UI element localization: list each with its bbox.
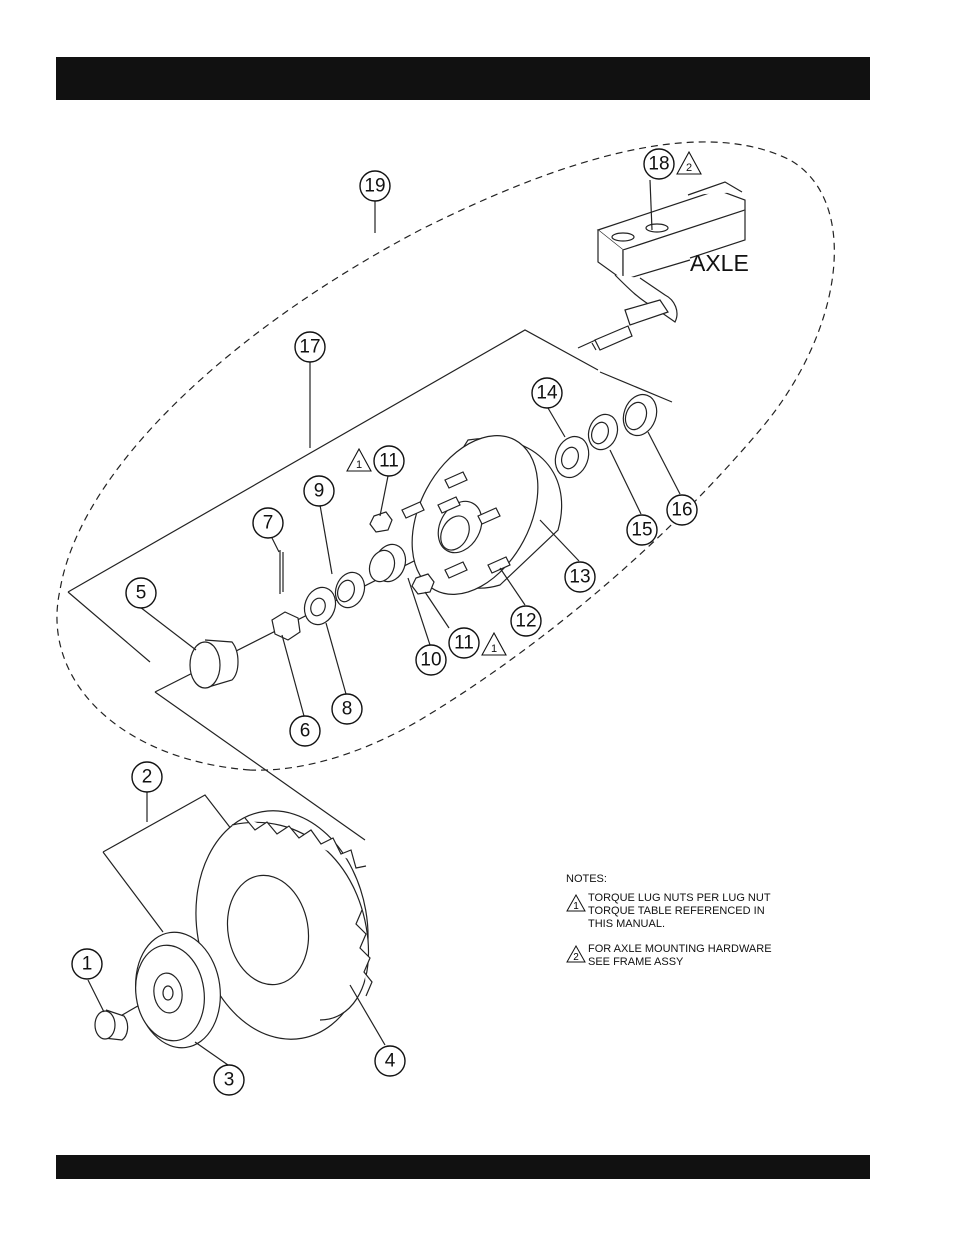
bearing-cone-14 (550, 432, 594, 482)
flag-2-triangle: 2 (677, 152, 701, 174)
callout-16: 16 (667, 495, 697, 525)
callout-4: 4 (375, 1046, 405, 1076)
callout-2: 2 (132, 762, 162, 792)
note-text: FOR AXLE MOUNTING HARDWARE SEE FRAME ASS… (588, 943, 826, 969)
washer-8 (299, 583, 340, 629)
svg-text:12: 12 (515, 611, 536, 632)
lug-nut-11-upper (370, 512, 392, 532)
lug-nut-11-lower (412, 574, 434, 594)
bearing-cone-9 (331, 568, 370, 611)
callout-9: 9 (304, 476, 334, 506)
svg-text:13: 13 (569, 567, 590, 588)
svg-text:19: 19 (364, 176, 385, 197)
flag-1-triangle-lower: 1 (482, 633, 506, 655)
svg-text:3: 3 (224, 1070, 235, 1091)
svg-text:1: 1 (356, 459, 362, 471)
callout-14: 14 (532, 378, 562, 408)
svg-text:14: 14 (536, 383, 558, 404)
callout-19: 19 (360, 171, 390, 201)
note-flag-triangle: 2 (566, 943, 588, 963)
callout-1: 1 (72, 949, 102, 979)
bearing-cup-10 (365, 540, 410, 586)
note-text: TORQUE LUG NUTS PER LUG NUT TORQUE TABLE… (588, 892, 826, 931)
svg-text:1: 1 (491, 643, 497, 655)
svg-text:2: 2 (142, 767, 153, 788)
note-flag-triangle: 1 (566, 892, 588, 912)
callout-5: 5 (126, 578, 156, 608)
callout-6: 6 (290, 716, 320, 746)
svg-text:4: 4 (385, 1051, 396, 1072)
bearing-15 (584, 410, 623, 453)
callout-15: 15 (627, 515, 657, 545)
callout-12: 12 (511, 606, 541, 636)
axle-label: AXLE (690, 250, 749, 276)
castle-nut-6 (272, 612, 300, 640)
svg-text:1: 1 (573, 901, 579, 912)
svg-text:2: 2 (573, 952, 579, 963)
svg-text:18: 18 (648, 154, 669, 175)
notes-block: NOTES: 1 TORQUE LUG NUTS PER LUG NUT TOR… (566, 873, 826, 981)
seal-16 (618, 390, 662, 440)
svg-text:15: 15 (631, 520, 652, 541)
svg-text:5: 5 (136, 583, 147, 604)
svg-text:11: 11 (379, 451, 399, 472)
svg-text:7: 7 (263, 513, 274, 534)
svg-text:8: 8 (342, 699, 353, 720)
callout-3: 3 (214, 1065, 244, 1095)
callout-11-upper: 11 (374, 446, 404, 476)
svg-text:9: 9 (314, 481, 325, 502)
callout-7: 7 (253, 508, 283, 538)
svg-text:11: 11 (454, 633, 474, 654)
svg-text:17: 17 (299, 337, 320, 358)
dust-cap-5 (190, 640, 238, 688)
cotter-pin-7 (280, 550, 283, 594)
notes-heading: NOTES: (566, 873, 826, 886)
callout-11-lower: 11 (449, 628, 479, 658)
callout-8: 8 (332, 694, 362, 724)
flag-1-triangle-upper: 1 (347, 449, 371, 471)
callout-10: 10 (416, 645, 446, 675)
svg-text:6: 6 (300, 721, 311, 742)
svg-text:10: 10 (420, 650, 441, 671)
note-item: 1 TORQUE LUG NUTS PER LUG NUT TORQUE TAB… (566, 892, 826, 931)
svg-text:1: 1 (82, 954, 93, 975)
callout-17: 17 (295, 332, 325, 362)
note-item: 2 FOR AXLE MOUNTING HARDWARE SEE FRAME A… (566, 943, 826, 969)
svg-text:16: 16 (671, 500, 692, 521)
callout-13: 13 (565, 562, 595, 592)
callout-18: 18 (644, 149, 674, 179)
svg-text:2: 2 (686, 162, 692, 174)
